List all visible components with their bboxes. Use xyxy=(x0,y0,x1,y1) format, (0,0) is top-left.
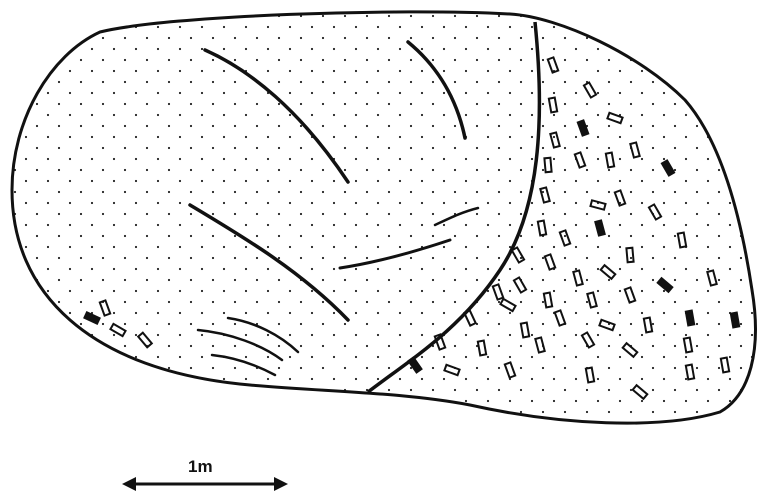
scale-bar-left-arrow xyxy=(122,477,136,491)
scale-bar-right-arrow xyxy=(274,477,288,491)
crystal-mark xyxy=(686,311,694,326)
crystal-mark xyxy=(731,313,739,328)
scale-bar-label: 1m xyxy=(188,457,213,476)
scale-bar: 1m xyxy=(122,457,288,491)
